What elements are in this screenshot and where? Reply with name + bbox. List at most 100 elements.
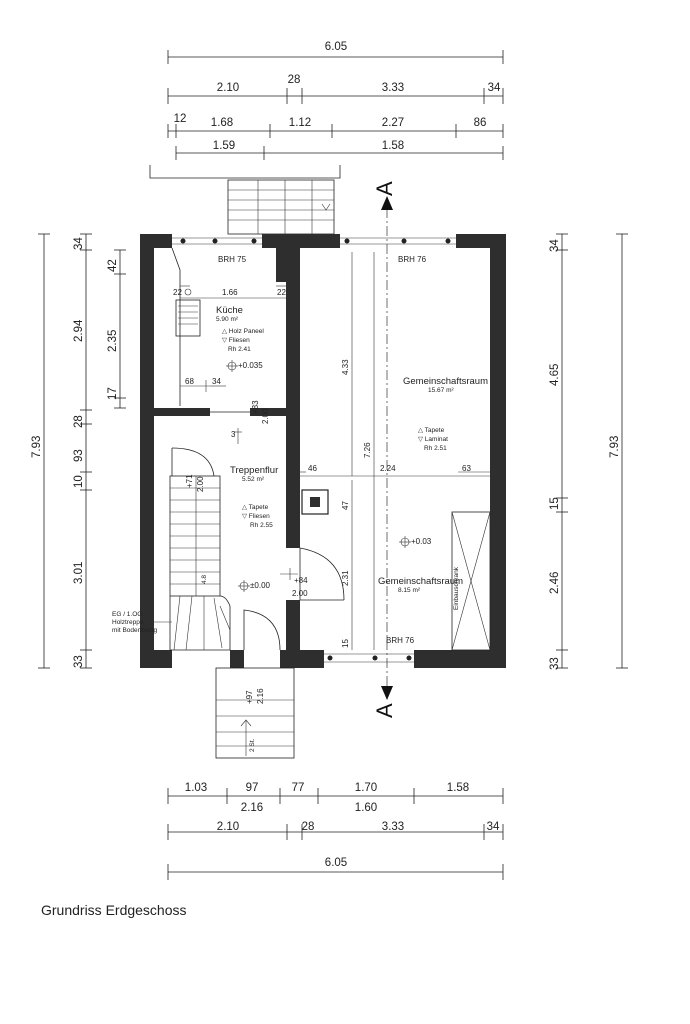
top-r2-b: 28 <box>288 74 301 86</box>
top-r2-c: 3.33 <box>382 82 404 94</box>
cabinet-label: Einbauschrank <box>453 566 460 610</box>
left-c3-b: 2.35 <box>107 330 119 352</box>
hall-area: 5.52 m² <box>242 476 265 483</box>
right-c-c: 15 <box>549 497 561 510</box>
dim-726: 7.26 <box>363 442 372 458</box>
bottom-r1-a: 1.03 <box>185 782 207 794</box>
room2-area: 8.15 m² <box>398 587 421 594</box>
right-overall: 7.93 <box>609 436 621 458</box>
top-dimension-chains: 6.05 2.10 28 3.33 34 12 1.68 1.12 2.27 8… <box>167 41 504 160</box>
top-r3-d: 2.27 <box>382 117 404 129</box>
left-c2-c: 28 <box>73 415 85 428</box>
dim-231: 2.31 <box>341 570 350 586</box>
room2-name: Gemeinschaftsraum <box>378 576 463 587</box>
entry-door-w: 2.00 <box>292 589 308 598</box>
brh-room-top: BRH 76 <box>398 255 427 264</box>
right-dimension-chains: 34 4.65 15 2.46 33 7.93 <box>549 233 628 670</box>
room1-ceiling: △ Tapete <box>418 427 445 434</box>
room2-level: +0.03 <box>411 537 432 546</box>
bottom-r3-d: 34 <box>487 821 500 833</box>
bottom-r1-b: 97 <box>246 782 259 794</box>
windows <box>172 237 456 663</box>
stair-mid: 4.8 <box>201 575 208 584</box>
right-c-a: 34 <box>549 239 561 252</box>
top-r2-d: 34 <box>488 82 501 94</box>
left-overall: 7.93 <box>31 436 43 458</box>
top-r3-c: 1.12 <box>289 117 311 129</box>
bottom-r3-a: 2.10 <box>217 821 239 833</box>
dim-15: 15 <box>341 639 350 648</box>
left-c3-a: 42 <box>107 259 119 272</box>
bottom-r3-b: 28 <box>302 821 315 833</box>
kitchen-level: +0.035 <box>238 361 263 370</box>
top-r3-a: 12 <box>174 113 187 125</box>
hall-ceiling: △ Tapete <box>242 504 269 511</box>
kitchen-width: 1.66 <box>222 288 238 297</box>
left-c2-e: 10 <box>73 475 85 488</box>
community-rooms: BRH 76 BRH 76 4.33 7.26 47 2.31 15 46 2.… <box>300 252 491 651</box>
top-r4-a: 1.59 <box>213 140 235 152</box>
kitchen-ceiling: △ Holz Paneel <box>222 328 264 335</box>
left-dimension-chains: 7.93 34 2.94 28 93 10 3.01 33 42 2.35 17 <box>31 233 126 669</box>
kitchen-name: Küche <box>216 305 243 316</box>
brh-kitchen: BRH 75 <box>218 255 247 264</box>
hall-height: Rh 2.55 <box>250 522 273 529</box>
kitchen-34: 34 <box>212 377 221 386</box>
rear-steps <box>149 165 341 235</box>
stair-top-h: +71 <box>185 474 194 488</box>
dim-47: 47 <box>341 501 350 510</box>
kitchen-68: 68 <box>185 377 194 386</box>
plan-caption: Grundriss Erdgeschoss <box>41 902 187 918</box>
dim-433: 4.33 <box>341 359 350 375</box>
left-c2-b: 2.94 <box>73 319 85 342</box>
stairwell: +71 2.00 4.8 EG / 1.OG Holztreppe mit Bo… <box>112 447 345 651</box>
brh-room-bottom: BRH 76 <box>386 636 415 645</box>
right-c-b: 4.65 <box>549 364 561 386</box>
top-overall: 6.05 <box>325 41 347 53</box>
left-c2-g: 33 <box>73 655 85 668</box>
room1-name: Gemeinschaftsraum <box>403 376 488 387</box>
room1-floor: ▽ Laminat <box>418 436 448 443</box>
section-label-bottom: A <box>372 703 397 718</box>
room1-area: 15.67 m² <box>428 387 454 394</box>
kitchen-area: 5.90 m² <box>216 316 239 323</box>
bottom-r1-d: 1.70 <box>355 782 377 794</box>
kitchen-22a: 22 <box>173 288 182 297</box>
left-c2-d: 93 <box>73 449 85 462</box>
front-door-h: +97 <box>245 690 254 704</box>
bottom-r2-a: 2.16 <box>241 802 263 814</box>
stair-note-3: mit Bodenbelag <box>112 627 158 634</box>
kitchen-door-w: 2.00 <box>261 408 270 424</box>
bottom-r1-c: 77 <box>292 782 305 794</box>
top-r3-e: 86 <box>474 117 487 129</box>
top-r4-b: 1.58 <box>382 140 404 152</box>
entry-door-h: +84 <box>294 576 308 585</box>
hall-name: Treppenflur <box>230 465 278 476</box>
bottom-dimension-chains: 1.03 97 77 1.70 1.58 2.16 1.60 2.10 28 3… <box>167 782 504 880</box>
dim-63: 63 <box>462 464 471 473</box>
right-c-d: 2.46 <box>549 572 561 594</box>
walls <box>140 234 506 668</box>
bottom-r1-e: 1.58 <box>447 782 469 794</box>
left-c2-f: 3.01 <box>73 562 85 584</box>
top-r3-b: 1.68 <box>211 117 233 129</box>
section-line: A A <box>372 181 397 718</box>
section-label-top: A <box>372 181 397 196</box>
room1-height: Rh 2.51 <box>424 445 447 452</box>
dim-224: 2.24 <box>380 464 396 473</box>
bottom-r2-b: 1.60 <box>355 802 377 814</box>
stair-note-1: EG / 1.OG <box>112 611 142 618</box>
stair-top-w: 2.00 <box>196 476 205 492</box>
kitchen-22b: 22 <box>277 288 286 297</box>
kitchen-height: Rh 2.41 <box>228 346 251 353</box>
kitchen: BRH 75 1.66 22 22 68 34 Küche 5.90 m² △ … <box>171 247 286 444</box>
left-c2-a: 34 <box>73 237 85 250</box>
step-label: 2 St. <box>249 738 256 752</box>
dim-46: 46 <box>308 464 317 473</box>
front-door-w: 2.16 <box>256 688 265 704</box>
kitchen-door-h: +83 <box>251 400 260 414</box>
bottom-overall: 6.05 <box>325 857 347 869</box>
stair-note-2: Holztreppe <box>112 619 144 626</box>
hall-floor: ▽ Fliesen <box>242 513 270 520</box>
